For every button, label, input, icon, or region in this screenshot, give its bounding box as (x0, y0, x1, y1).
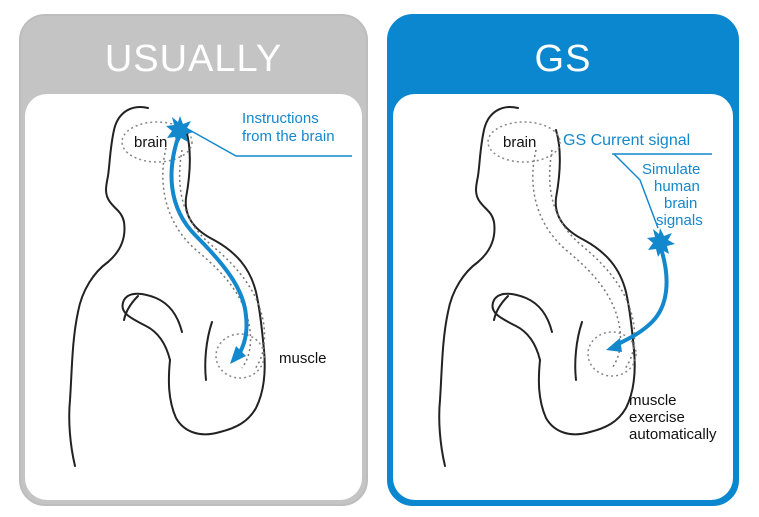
brain-label-left: brain (134, 134, 168, 151)
human-outline-left (68, 106, 266, 467)
human-outline-right (438, 106, 636, 467)
simulate-label-line1: Simulate (642, 161, 701, 178)
usually-panel: USUALLY (19, 14, 368, 506)
gs-signal-callout-line (613, 153, 659, 229)
gs-current-signal-label: GS Current signal (563, 132, 691, 149)
muscle-ellipse-left (215, 333, 265, 379)
simulate-label-line4: signals (656, 212, 703, 229)
brain-label-right: brain (503, 134, 537, 151)
gs-title: GS (534, 38, 592, 80)
signal-arrow-left (169, 130, 249, 358)
instructions-callout-line (185, 127, 352, 157)
gs-signal-star (647, 228, 675, 257)
simulate-label-line2: human (654, 178, 700, 195)
simulate-label-line3: brain (664, 195, 698, 212)
instructions-label-line1: Instructions (242, 110, 319, 127)
muscle-ellipse-right (587, 331, 637, 377)
usually-title: USUALLY (104, 38, 283, 80)
muscle-label-line1: muscle (629, 392, 677, 409)
brain-ellipse-left (121, 121, 193, 163)
muscle-label-left: muscle (279, 350, 327, 367)
instructions-label-line2: from the brain (242, 128, 335, 145)
nerve-path-right-outer (548, 149, 636, 371)
signal-arrowhead-right (606, 338, 622, 352)
muscle-label-line3: automatically (629, 426, 717, 443)
brain-ellipse-right (487, 121, 561, 163)
nerve-path-left-outer (178, 149, 266, 371)
muscle-label-line2: exercise (629, 409, 685, 426)
signal-arrow-right (612, 250, 669, 348)
gs-panel: GS (387, 14, 739, 506)
signal-arrowhead-left (230, 346, 246, 364)
brain-signal-star-left (166, 116, 194, 145)
